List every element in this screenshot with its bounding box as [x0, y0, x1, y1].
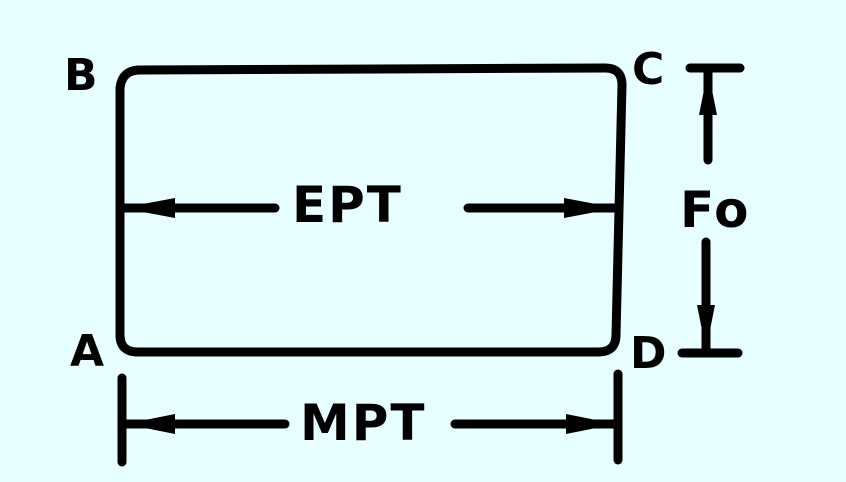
corner-label-d: D: [630, 328, 667, 379]
mpt-arrow-right-icon: [566, 414, 616, 434]
corner-label-c: C: [632, 44, 665, 95]
ept-arrow-right-icon: [564, 198, 617, 218]
corner-label-a: A: [70, 326, 105, 377]
ept-label: EPT: [292, 176, 403, 234]
rectangle-abcd: [115, 63, 627, 357]
fo-arrow-down-icon: [697, 305, 715, 350]
mpt-label: MPT: [300, 394, 427, 452]
corner-label-b: B: [64, 50, 98, 101]
mpt-arrow-left-icon: [125, 414, 175, 434]
fo-arrow-up-icon: [699, 70, 717, 115]
fo-label: Fo: [680, 181, 751, 239]
ept-arrow-left-icon: [122, 198, 175, 218]
